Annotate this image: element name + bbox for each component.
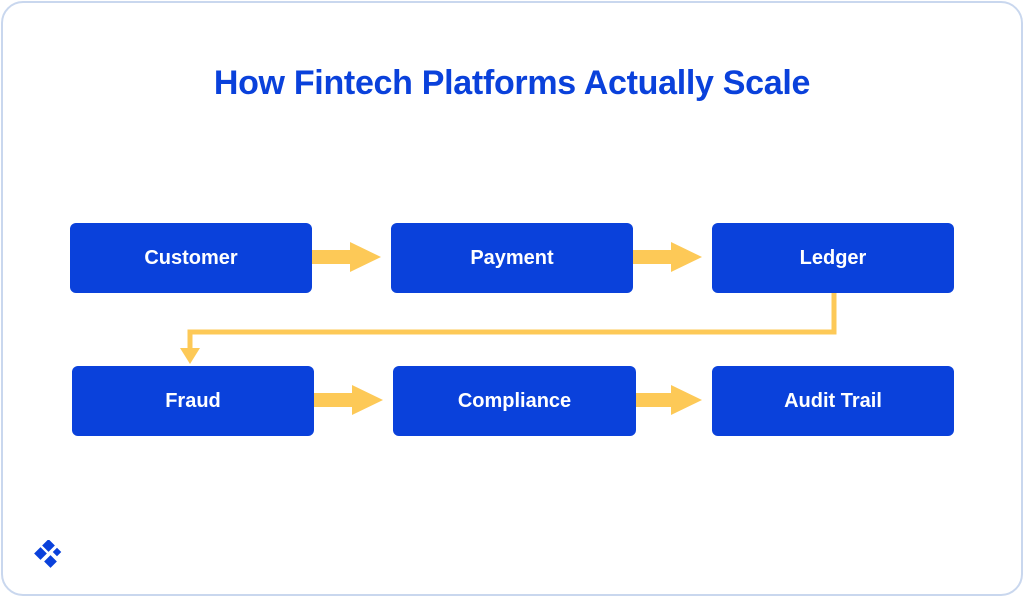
arrow-payment-to-ledger [633, 242, 702, 272]
step-label-compliance: Compliance [457, 389, 572, 412]
step-box-compliance: Compliance [393, 366, 636, 436]
step-box-fraud: Fraud [72, 366, 314, 436]
step-label-ledger: Ledger [799, 246, 867, 269]
step-box-customer: Customer [70, 223, 312, 293]
step-label-payment: Payment [470, 246, 554, 269]
arrow-compliance-to-audit [636, 385, 702, 415]
step-box-audit-trail: Audit Trail [712, 366, 954, 436]
page-title: How Fintech Platforms Actually Scale [213, 64, 811, 102]
step-box-payment: Payment [391, 223, 633, 293]
step-label-fraud: Fraud [165, 389, 221, 412]
arrow-ledger-to-fraud [180, 292, 837, 364]
arrow-customer-to-payment [312, 242, 381, 272]
step-label-customer: Customer [144, 246, 238, 269]
step-box-ledger: Ledger [712, 223, 954, 293]
brand-logo-icon [34, 540, 62, 568]
step-label-audit-trail: Audit Trail [784, 389, 882, 412]
arrow-fraud-to-compliance [314, 385, 383, 415]
